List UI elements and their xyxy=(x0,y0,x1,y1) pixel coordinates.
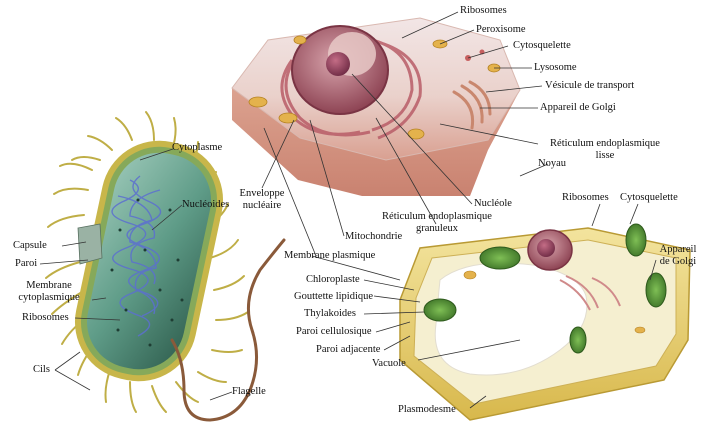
label-rel-line2: lisse xyxy=(595,150,615,161)
label-golgi-plant-line1: Appareil xyxy=(659,244,697,255)
label-reg-line1: Réticulum endoplasmique xyxy=(382,211,492,222)
label-golgi-animal: Appareil de Golgi xyxy=(540,102,616,113)
label-cytosquelette-animal: Cytosquelette xyxy=(513,40,571,51)
label-thylakoides: Thylakoides xyxy=(304,308,356,319)
label-cytoplasme: Cytoplasme xyxy=(172,142,223,153)
label-membrane-plasmique: Membrane plasmique xyxy=(284,250,376,261)
label-membrane-cyto-line1: Membrane xyxy=(26,280,72,291)
animal-golgi xyxy=(452,80,492,130)
label-nucleoides: Nucléoides xyxy=(182,199,230,210)
label-capsule: Capsule xyxy=(13,240,47,251)
label-cytosquelette-plant: Cytosquelette xyxy=(620,192,678,203)
label-reg-line2: granuleux xyxy=(416,223,458,234)
label-ribosomes-prokaryote: Ribosomes xyxy=(22,312,69,323)
label-rel-line1: Réticulum endoplasmique xyxy=(550,138,660,149)
label-paroi-cellulosique: Paroi cellulosique xyxy=(296,326,372,337)
chloroplasts xyxy=(423,223,667,354)
label-ribosomes-plant: Ribosomes xyxy=(562,192,609,203)
label-membrane-cyto-line2: cytoplasmique xyxy=(18,292,80,303)
label-enveloppe-line1: Enveloppe xyxy=(239,188,285,199)
nucleoid-dna xyxy=(111,175,162,337)
label-enveloppe-line2: nucléaire xyxy=(242,200,282,211)
label-reticulum-lisse: Réticulum endoplasmique lisse xyxy=(540,138,670,162)
label-vacuole: Vacuole xyxy=(372,358,406,369)
label-vesicule-transport: Vésicule de transport xyxy=(545,80,635,91)
label-noyau: Noyau xyxy=(538,158,566,169)
label-reticulum-granuleux: Réticulum endoplasmique granuleux xyxy=(372,211,502,235)
label-enveloppe-nucleaire: Enveloppe nucléaire xyxy=(230,188,294,212)
plant-cell xyxy=(399,223,691,421)
bacterium xyxy=(45,111,286,422)
label-cils: Cils xyxy=(33,364,50,375)
label-golgi-plant-line2: de Golgi xyxy=(659,256,697,267)
animal-cell xyxy=(231,17,521,196)
label-peroxisome: Peroxisome xyxy=(476,24,526,35)
flagellum xyxy=(170,238,286,422)
label-golgi-plant: Appareil de Golgi xyxy=(652,244,704,268)
label-paroi-adjacente: Paroi adjacente xyxy=(316,344,381,355)
label-mitochondrie: Mitochondrie xyxy=(345,231,403,242)
label-lysosome: Lysosome xyxy=(534,62,577,73)
label-plasmodesme: Plasmodesme xyxy=(398,404,456,415)
label-paroi: Paroi xyxy=(15,258,38,269)
label-nucleole: Nucléole xyxy=(474,198,512,209)
label-membrane-cytoplasmique: Membrane cytoplasmique xyxy=(6,280,92,304)
label-ribosomes-animal: Ribosomes xyxy=(460,5,507,16)
label-flagelle: Flagelle xyxy=(232,386,266,397)
leader-lines xyxy=(39,11,657,409)
label-chloroplaste: Chloroplaste xyxy=(306,274,360,285)
label-gouttelette-lipidique: Gouttette lipidique xyxy=(294,291,374,302)
